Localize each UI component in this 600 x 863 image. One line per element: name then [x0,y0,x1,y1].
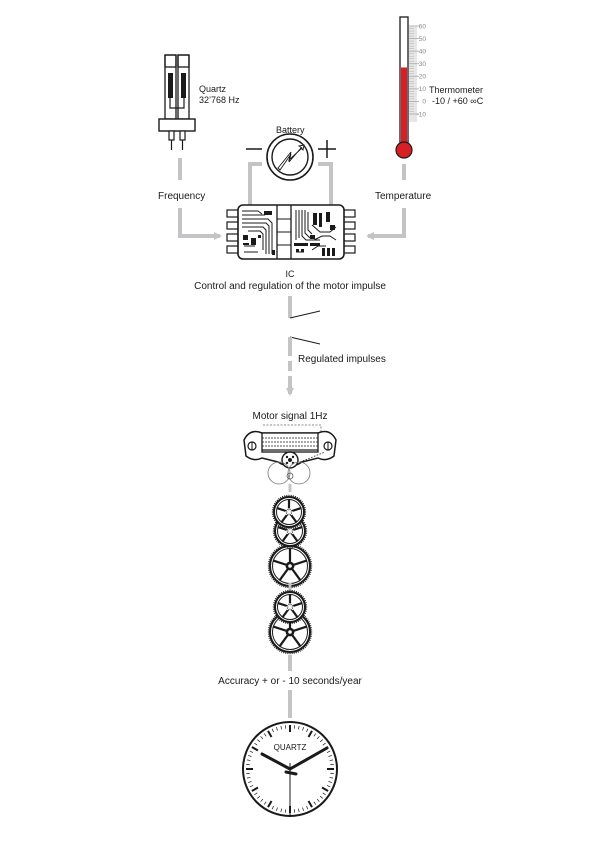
thermometer-label: Thermometer [429,85,483,95]
clock-hour-hand [260,752,292,771]
clock-minute-mark [319,795,323,799]
temperature-arrow [366,208,406,240]
clock-brand: QUARTZ [274,743,307,752]
clock-minute-mark [246,759,251,761]
clock-minute-mark [328,781,332,783]
thermometer-tick-label: -10 [417,111,427,118]
ic-label: IC [286,269,296,279]
clock-minute-mark [271,805,274,810]
thermometer-tick-label: 0 [422,99,426,106]
clock-minute-mark [260,798,264,802]
clock-minute-mark [322,792,326,796]
thermometer-tick-label: 50 [419,36,427,43]
clock-minute-mark [254,792,258,796]
clock-minute-mark [257,795,261,799]
clock-hour-mark [321,786,329,792]
clock-minute-mark [316,736,320,740]
clock-minute-mark [329,759,334,761]
gear-train-lower-icon [267,589,313,655]
clock-minute-mark [246,777,251,779]
clock-minute-mark [249,750,254,753]
temperature-label: Temperature [375,191,432,202]
clock-minute-mark [271,728,274,733]
clock-minute-mark [306,728,309,733]
pinion-icon [285,508,293,516]
pinion-icon [286,603,294,611]
clock-minute-mark [306,805,309,810]
clock-minute-mark [328,755,332,757]
clock-hour-mark [267,800,273,808]
clock-minute-mark [302,807,304,811]
ic-chip-icon [226,204,356,260]
regulated-impulses-label: Regulated impulses [298,354,386,365]
clock-hour-mark [307,730,313,738]
clock-face-icon: QUARTZ [242,721,338,817]
clock-minute-mark [248,781,252,783]
thermometer-tick-label: 20 [419,74,427,81]
ic-description: Control and regulation of the motor impu… [194,281,386,292]
clock-minute-hand [288,746,329,771]
quartz-crystal-icon [158,54,196,150]
clock-minute-mark [322,742,326,746]
clock-minute-mark [316,798,320,802]
clock-minute-mark [249,785,254,788]
thermometer-tick-label: 10 [419,86,427,93]
battery-label: Battery [276,125,305,135]
clock-minute-mark [248,755,252,757]
thermometer-range: -10 / +60 ∞C [432,96,484,106]
accuracy-label: Accuracy + or - 10 seconds/year [218,676,362,687]
clock-minute-mark [326,785,331,788]
stepper-motor-icon [243,424,337,485]
clock-hour-mark [251,746,259,752]
clock-minute-mark [329,777,334,779]
quartz-label: Quartz [199,84,227,94]
clock-minute-mark [280,725,282,730]
thermometer-tick-label: 30 [419,61,427,68]
impulse-break-bottom-icon [289,336,321,345]
clock-minute-mark [313,733,317,737]
clock-minute-mark [298,808,300,813]
clock-hour-mark [267,730,273,738]
motor-signal-label: Motor signal 1Hz [252,411,327,422]
clock-hour-mark [307,800,313,808]
clock-minute-mark [260,736,264,740]
clock-minute-mark [319,739,323,743]
clock-minute-mark [276,807,278,811]
battery-positive-wire [318,162,333,205]
thermometer-tick-label: 60 [419,23,427,30]
clock-minute-mark [276,727,278,731]
thermometer-bulb [395,141,413,159]
frequency-label: Frequency [158,191,205,202]
impulse-break-top-icon [289,310,321,319]
gear-train-upper-icon [267,494,313,589]
thermometer-tick-label: 40 [419,48,427,55]
frequency-arrow [178,208,222,240]
clock-minute-mark [326,750,331,753]
thermometer-mercury [401,67,407,146]
battery-icon [246,133,336,181]
clock-minute-mark [254,742,258,746]
thermometer-icon [395,16,419,159]
clock-minute-mark [313,801,317,805]
battery-negative-wire [248,162,262,205]
clock-minute-mark [280,808,282,813]
gear-large-icon [267,543,313,589]
clock-minute-mark [263,733,267,737]
clock-hour-mark [251,786,259,792]
clock-minute-mark [263,801,267,805]
clock-minute-mark [257,739,261,743]
clock-minute-mark [302,727,304,731]
quartz-frequency: 32’768 Hz [199,95,240,105]
clock-minute-mark [298,725,300,730]
